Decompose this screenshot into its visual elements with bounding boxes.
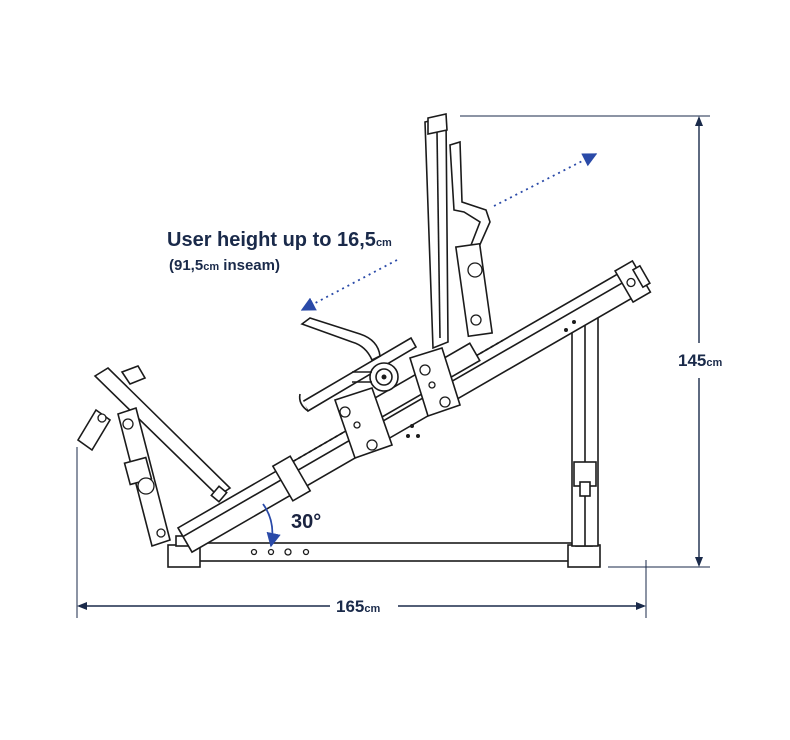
footplate-arm [117,406,171,548]
inseam-close: inseam) [219,257,280,274]
user-height-unit: cm [376,237,392,249]
height-label: 145cm [678,351,722,370]
inseam-open: (91,5 [169,257,203,274]
user-height-label: User height up to 16,5cm [167,229,392,251]
weight-horn [352,362,399,392]
backrest-support [449,140,494,338]
height-dimension [460,115,710,568]
width-unit: cm [364,603,380,615]
backrest [424,113,449,350]
carriage-bolts [406,320,576,438]
footplate [93,365,232,503]
rear-upright [571,309,599,547]
height-value: 145 [678,351,706,370]
footplate-bracket [76,408,112,452]
width-dimension [76,447,647,618]
carriage-plate-right [408,346,461,418]
width-label: 165cm [336,597,380,616]
angle-indicator [262,503,281,548]
leg-press-machine [76,113,652,568]
inseam-label: (91,5cm inseam) [169,257,280,274]
user-height-arrows [300,153,598,311]
carriage-plate-left [333,386,394,460]
height-unit: cm [706,357,722,369]
user-height-value: User height up to 16,5 [167,229,376,251]
base-rail [195,542,595,562]
hand-grip [300,317,381,362]
width-value: 165 [336,597,364,616]
inseam-unit: cm [203,261,219,273]
angle-label: 30° [291,511,321,533]
